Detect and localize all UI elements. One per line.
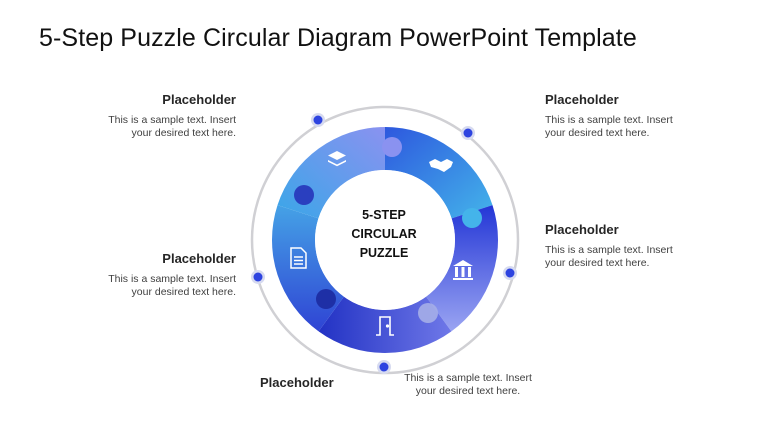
handshake-icon	[429, 159, 453, 172]
placeholder-text: This is a sample text. Insert	[545, 114, 673, 126]
placeholder-text: This is a sample text. Insert	[404, 372, 532, 384]
placeholder-text: This is a sample text. Insert	[545, 244, 673, 256]
puzzle-knob-5	[294, 185, 314, 205]
ring-dot-left	[251, 270, 265, 284]
center-label-line: PUZZLE	[359, 246, 409, 260]
placeholder-heading: Placeholder	[545, 222, 619, 237]
puzzle-knob-1	[382, 137, 402, 157]
placeholder-bottom-text: This is a sample text. Insert your desir…	[383, 372, 553, 397]
placeholder-text: your desired text here.	[131, 285, 236, 298]
placeholder-heading: Placeholder	[162, 92, 236, 107]
slide-title: 5-Step Puzzle Circular Diagram PowerPoin…	[39, 24, 637, 52]
bank-icon	[453, 260, 473, 280]
puzzle-segment-2	[385, 127, 493, 219]
ring-dot-top-left	[311, 113, 325, 127]
ring-dot-top-right	[461, 126, 475, 140]
placeholder-text: This is a sample text. Insert	[108, 273, 236, 285]
center-circle	[315, 170, 455, 310]
placeholder-text: your desired text here.	[415, 384, 521, 397]
placeholder-heading: Placeholder	[162, 251, 236, 266]
puzzle-knob-2	[462, 208, 482, 228]
placeholder-text: This is a sample text. Insert	[108, 114, 236, 126]
layers-icon	[328, 151, 346, 167]
center-label-line: CIRCULAR	[351, 227, 417, 241]
placeholder-text: your desired text here.	[545, 256, 650, 269]
center-label: 5-STEP CIRCULAR PUZZLE	[334, 206, 434, 263]
puzzle-knob-3	[418, 303, 438, 323]
placeholder-heading: Placeholder	[545, 92, 619, 107]
door-icon	[376, 316, 394, 336]
puzzle-knob-4	[316, 289, 336, 309]
document-icon	[290, 247, 307, 269]
placeholder-top-left: Placeholder This is a sample text. Inser…	[66, 92, 236, 139]
placeholder-heading: Placeholder	[260, 375, 334, 390]
placeholder-text: your desired text here.	[131, 126, 236, 139]
ring-dot-right	[503, 266, 517, 280]
placeholder-middle-left: Placeholder This is a sample text. Inser…	[66, 251, 236, 298]
ring-dot-bottom	[377, 360, 391, 374]
placeholder-text: your desired text here.	[545, 126, 650, 139]
center-label-line: 5-STEP	[362, 208, 406, 222]
placeholder-middle-right: Placeholder This is a sample text. Inser…	[545, 222, 715, 269]
placeholder-bottom-heading: Placeholder	[260, 375, 370, 397]
placeholder-top-right: Placeholder This is a sample text. Inser…	[545, 92, 715, 139]
puzzle-segment-4	[318, 296, 452, 353]
